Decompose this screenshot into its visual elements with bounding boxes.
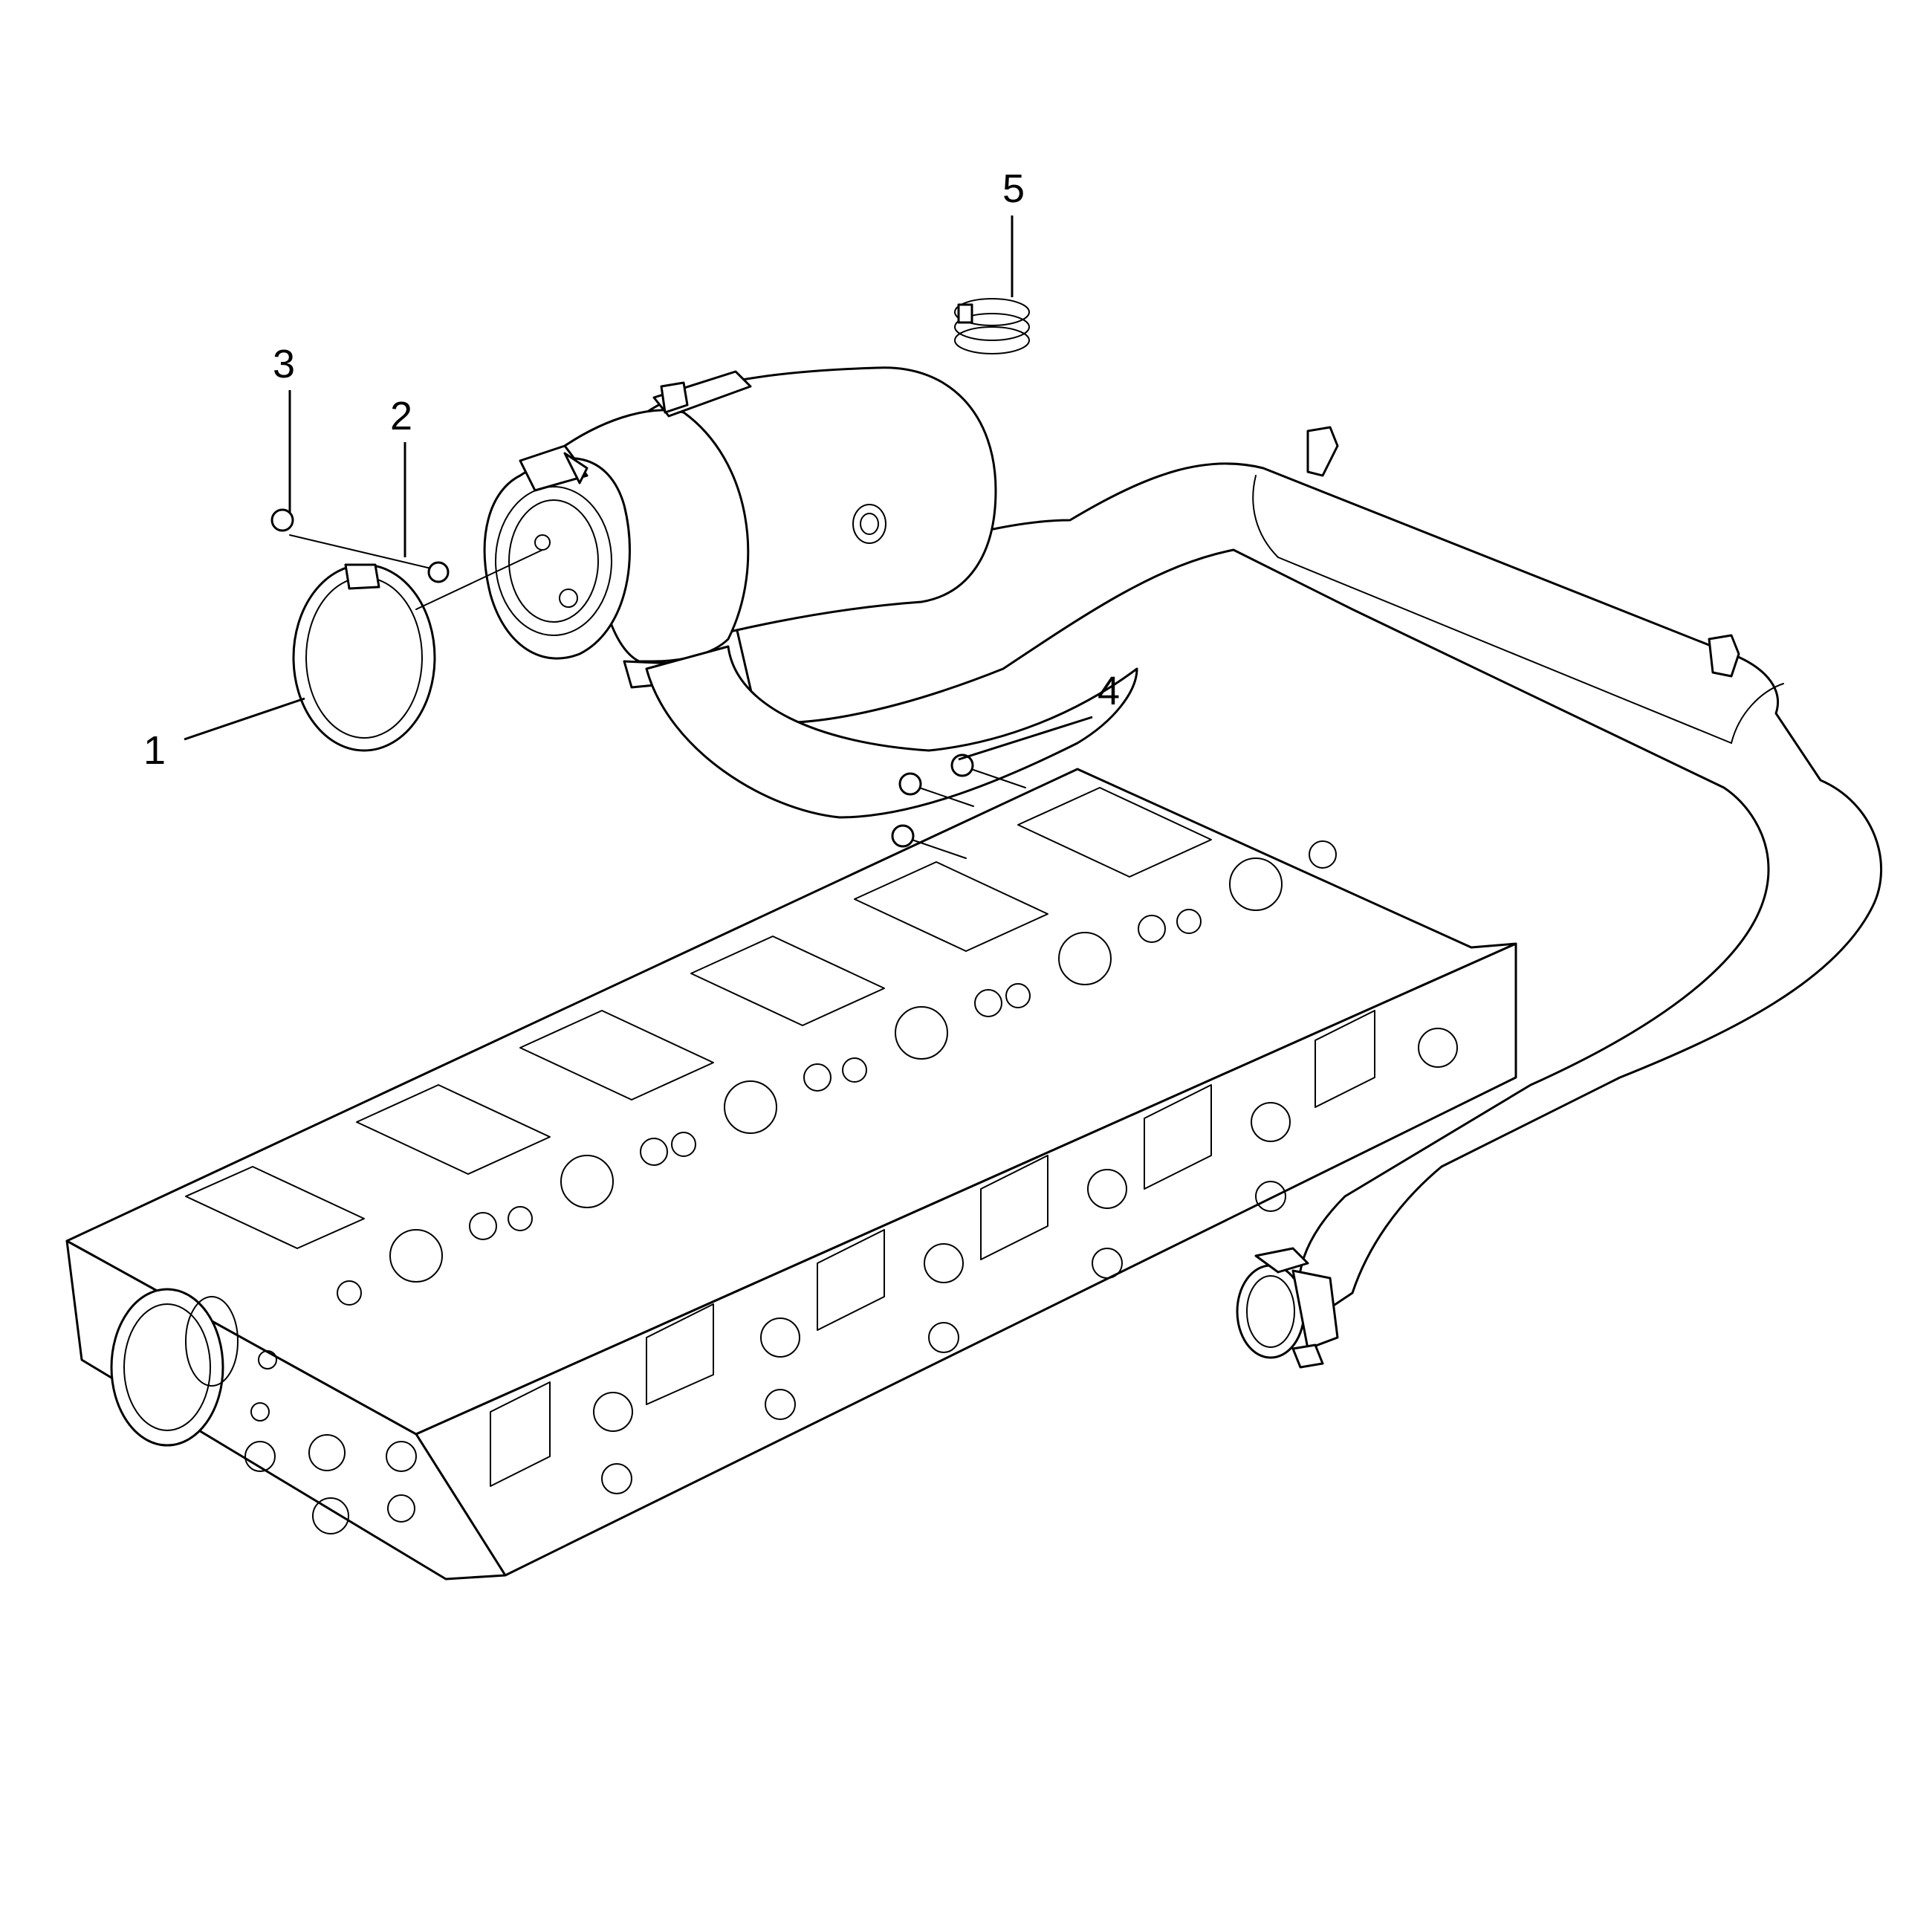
leader-lines [184,215,1093,761]
hose-clamp [954,298,1030,354]
cylinder-head [65,768,1517,1581]
callout-labels: 1 2 3 4 5 [143,166,1120,773]
dpf-canister [483,366,1138,819]
callout-4: 4 [1098,669,1120,713]
exhaust-pipe [734,426,1883,1369]
cylinder-cells [185,787,1337,1306]
clamp-nut [270,508,294,532]
bolts [891,753,1026,859]
assembly-line [415,549,543,610]
leader-1 [184,697,305,741]
callout-3: 3 [273,342,295,386]
band-clamp [292,563,436,752]
callout-2: 2 [390,394,412,438]
callout-5: 5 [1002,166,1025,211]
clamp-bolt [289,534,450,583]
leader-4 [958,716,1093,761]
callout-1: 1 [143,728,166,773]
